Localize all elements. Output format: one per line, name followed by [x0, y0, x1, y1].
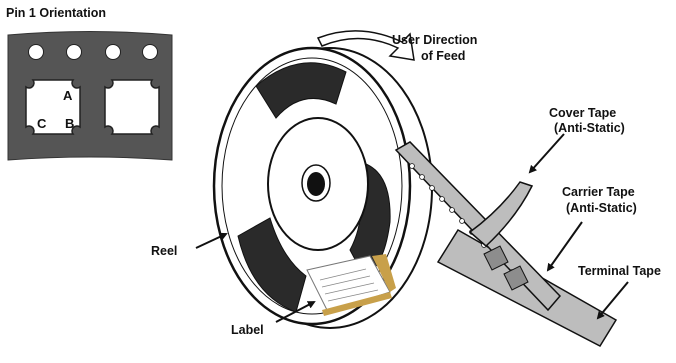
reel-label: Reel: [151, 244, 178, 258]
pin1-strip: [7, 31, 173, 161]
tape-path: [394, 141, 618, 347]
terminal-tape-leader-arrow: [596, 281, 629, 320]
reel-leader-arrow: [195, 232, 228, 249]
sprocket-hole: [142, 44, 158, 60]
user-direction-label-line1: User Direction: [392, 33, 478, 47]
pin-letter-b: B: [65, 116, 75, 131]
cover-tape-label-line1: Cover Tape: [549, 106, 617, 120]
label-leader-arrow: [275, 301, 316, 323]
cover-tape-leader-arrow: [528, 133, 565, 174]
carrier-tape-label-line2: (Anti-Static): [566, 201, 637, 215]
user-direction-label-line2: of Feed: [421, 49, 466, 63]
cover-tape-label-line2: (Anti-Static): [554, 121, 625, 135]
carrier-tape-label-line1: Carrier Tape: [562, 185, 635, 199]
component-pocket: [104, 79, 160, 135]
component-pocket: [25, 79, 81, 135]
reel-window: [255, 62, 347, 119]
pin1-orientation-title: Pin 1 Orientation: [6, 6, 107, 20]
feed-direction-arrow: [316, 30, 415, 61]
sprocket-hole: [66, 44, 82, 60]
reel-label-card: [306, 254, 396, 316]
pin-letter-c: C: [37, 116, 47, 131]
carrier-tape-leader-arrow: [546, 221, 583, 272]
terminal-tape-label: Terminal Tape: [578, 264, 661, 278]
reel: [212, 46, 433, 329]
label-label: Label: [231, 323, 264, 337]
sprocket-hole: [105, 44, 121, 60]
cover-tape: [468, 181, 534, 248]
sprocket-hole: [28, 44, 44, 60]
pin-letter-a: A: [63, 88, 73, 103]
